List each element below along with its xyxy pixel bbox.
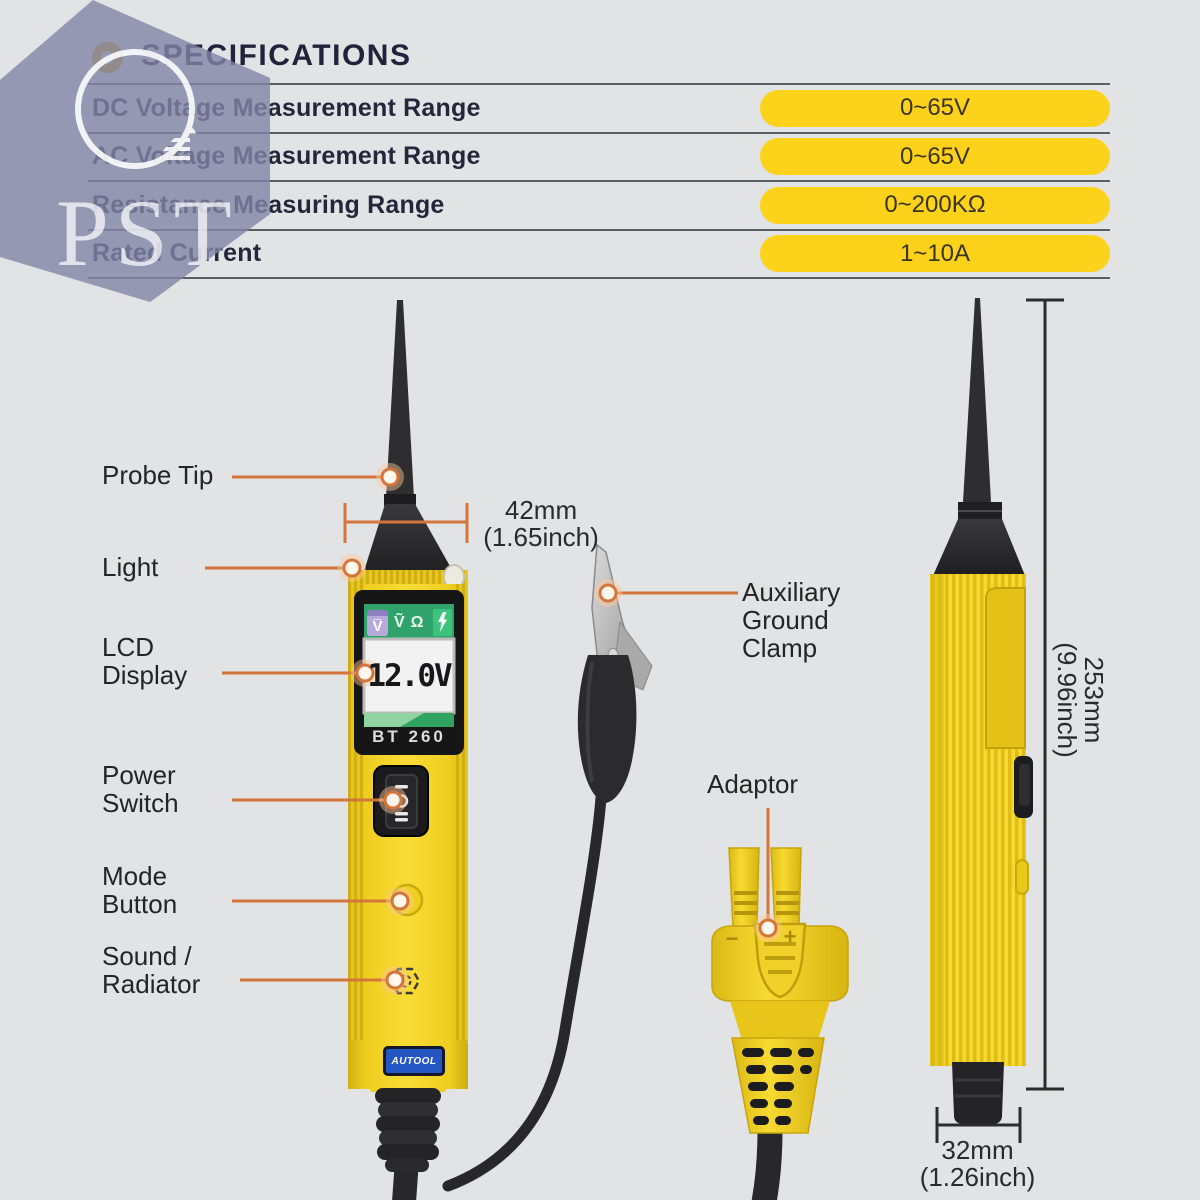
probe-cone [360,504,460,584]
lcd-readout-area [362,637,456,715]
spec-label: AC Voltage Measurement Range [92,142,481,171]
spec-value-pill: 1~10A [760,235,1110,272]
spec-value-pill: 0~65V [760,89,1110,127]
dimension-253mm: 253mm (9.96inch) [1052,642,1109,758]
ac-voltage-mode-icon: Ṽ [394,613,405,631]
adaptor-plus-marking: + [783,924,797,949]
side-mode-button [1015,859,1029,895]
front-strain-relief [375,1088,441,1172]
label-sound-radiator: Sound / Radiator [102,941,201,999]
spec-table: DC Voltage Measurement Range 0~65V AC Vo… [88,83,1110,279]
auxiliary-ground-clamp [577,543,653,803]
dimension-253mm-lines [1026,298,1064,1091]
callout-lines [205,475,770,982]
dimension-32mm: 32mm (1.26inch) [919,1135,1036,1192]
side-probe-cone [932,519,1026,578]
spec-row: Rated Current 1~10A [88,228,1110,278]
spec-value-pill: 0~200KΩ [760,186,1110,224]
spec-label: Resistance Measuring Range [92,190,445,219]
label-lcd-display: LCD Display [102,632,188,690]
label-mode-button: Mode Button [102,861,178,919]
spec-row: AC Voltage Measurement Range 0~65V [88,131,1110,181]
side-probe-rod [963,298,991,502]
label-power-switch: Power Switch [102,760,179,818]
label-light: Light [102,552,159,582]
spec-row: DC Voltage Measurement Range 0~65V [88,83,1110,132]
model-name: BT 260 [372,727,446,746]
adaptor-minus-marking: − [725,926,739,951]
callout-dots [338,463,782,994]
spec-label: Rated Current [92,239,262,268]
spec-label: DC Voltage Measurement Range [92,93,481,122]
clamp-cable [442,792,607,1192]
label-adaptor: Adaptor [707,769,799,799]
brand-badge: AUTOOL [383,1046,445,1076]
adaptor-cable [751,1129,783,1200]
spec-value-pill: 0~65V [760,138,1110,175]
probe-rod [386,300,414,498]
dimension-32mm-lines [935,1107,1022,1143]
adaptor-plug [711,847,849,1134]
label-auxiliary-ground-clamp: Auxiliary Ground Clamp [742,577,841,663]
side-bottom-connector [952,1062,1004,1124]
spec-row: Resistance Measuring Range 0~200KΩ [88,180,1110,229]
label-probe-tip: Probe Tip [102,460,214,490]
side-panel [985,587,1026,749]
lcd-reading: 12.0V [367,658,452,694]
dc-voltage-mode-icon: V̅ [367,609,388,636]
lightning-speaker-icon [433,609,452,636]
ring-bullet-icon [92,42,123,73]
page-title: SPECIFICATIONS [141,39,412,72]
clamp-handle [577,655,637,803]
dimension-42mm-lines [343,503,469,543]
side-view-device [930,298,1033,1124]
dimension-42mm: 42mm (1.65inch) [483,495,599,552]
lcd-mode-icons: V̅ Ṽ Ω [364,606,454,639]
resistance-mode-icon: Ω [410,613,424,631]
